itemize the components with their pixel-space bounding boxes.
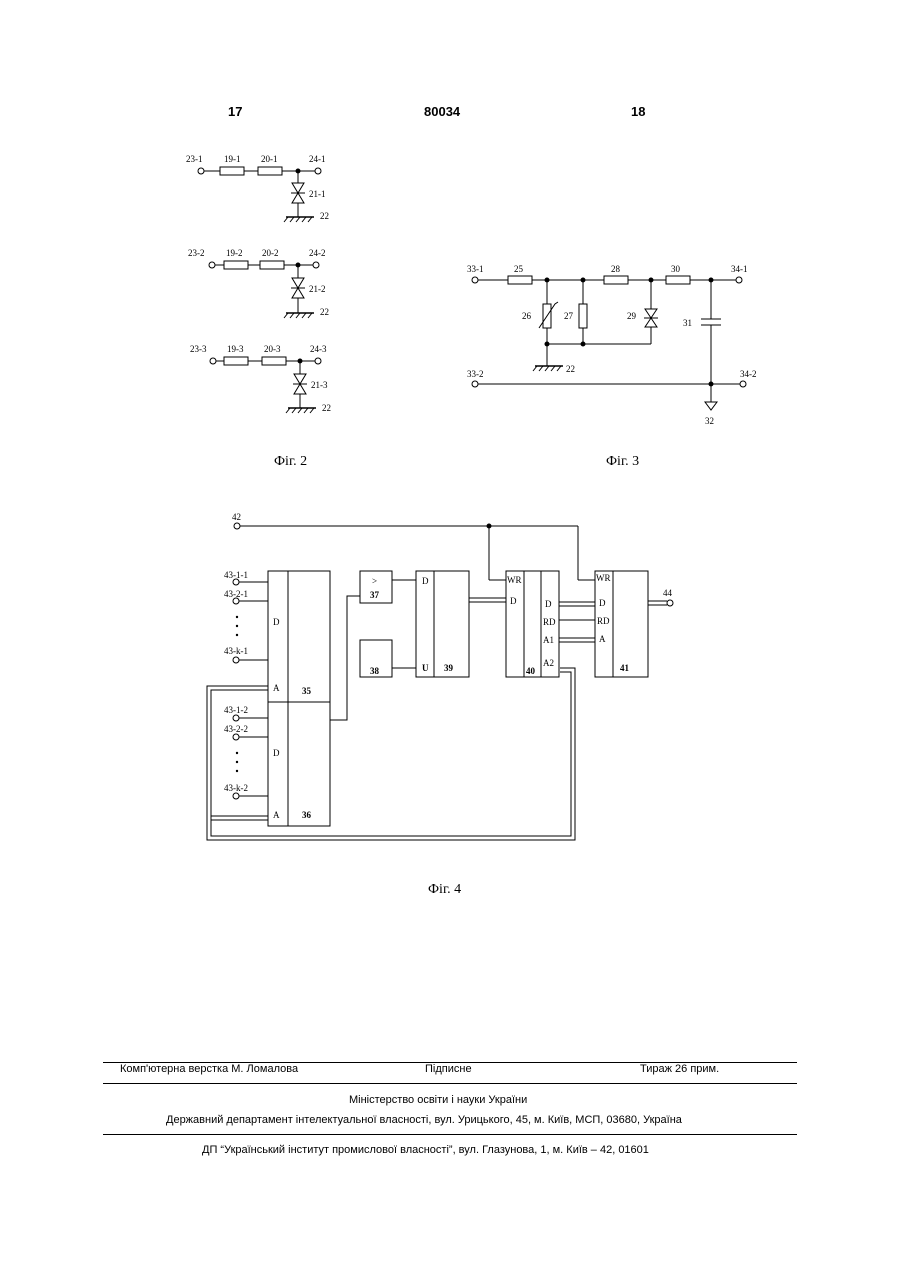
fig3-label-var26: 26 <box>522 311 532 321</box>
fig4-block-label: 37 <box>370 590 380 600</box>
fig4-port-label: A <box>273 810 280 820</box>
fig4-port-label: A <box>599 634 606 644</box>
fig3-label-c31: 31 <box>683 318 692 328</box>
fig4-input-label: 43-1-2 <box>224 705 248 715</box>
fig4-label-44: 44 <box>663 588 673 598</box>
fig3-label-r27: 27 <box>564 311 574 321</box>
fig3-label-out-bottom: 34-2 <box>740 369 757 379</box>
fig4-port-label: RD <box>543 617 556 627</box>
fig4-port-label: RD <box>597 616 610 626</box>
fig4-caption: Фіг. 4 <box>428 882 461 897</box>
fig2-output-label: 24-1 <box>309 154 326 164</box>
fig4-port-label: A2 <box>543 658 554 668</box>
footer-rule-middle <box>103 1083 797 1084</box>
fig2-ground-label: 22 <box>320 211 329 221</box>
fig3-caption: Фіг. 3 <box>606 454 639 469</box>
fig4-port-label: A1 <box>543 635 554 645</box>
fig3-label-gnd32: 32 <box>705 416 714 426</box>
footer-circulation: Тираж 26 прим. <box>640 1063 719 1075</box>
fig2-input-label: 23-2 <box>188 248 205 258</box>
fig2-res2-label: 20-1 <box>261 154 278 164</box>
fig3-label-r25: 25 <box>514 264 524 274</box>
fig2-output-label: 24-2 <box>309 248 326 258</box>
fig2-ground-label: 22 <box>322 403 331 413</box>
fig4-input-label: 43-2-2 <box>224 724 248 734</box>
fig4-ellipsis-dots <box>236 616 238 772</box>
fig3-label-in-top: 33-1 <box>467 264 484 274</box>
footer-rule-bottom <box>103 1134 797 1135</box>
fig4-port-label: D <box>599 598 606 608</box>
fig2-res1-label: 19-3 <box>227 344 244 354</box>
fig4-block-label: 40 <box>526 666 536 676</box>
fig4-input-label: 43-1-1 <box>224 570 248 580</box>
fig4-port-label: D <box>422 576 429 586</box>
fig2-res2-label: 20-3 <box>264 344 281 354</box>
fig4-block-label: 41 <box>620 663 630 673</box>
fig2-res1-label: 19-1 <box>224 154 241 164</box>
fig2-input-label: 23-1 <box>186 154 203 164</box>
fig3-label-r28: 28 <box>611 264 621 274</box>
fig4-port-label: WR <box>507 575 522 585</box>
fig4-label-42: 42 <box>232 512 241 522</box>
fig3-label-in-bottom: 33-2 <box>467 369 484 379</box>
fig3-label-d29: 29 <box>627 311 637 321</box>
fig3-label-r30: 30 <box>671 264 681 274</box>
fig2-diode-label: 21-2 <box>309 284 326 294</box>
fig2-ground-label: 22 <box>320 307 329 317</box>
fig4-port-label: A <box>273 683 280 693</box>
fig4-block-label: 39 <box>444 663 454 673</box>
fig2-diode-label: 21-1 <box>309 189 326 199</box>
footer-department: Державний департамент інтелектуальної вл… <box>166 1114 682 1126</box>
fig2-row-1: 23-1 19-1 20-1 24-1 21-1 22 <box>186 154 329 222</box>
fig4-port-label: D <box>545 599 552 609</box>
fig4-input-label: 43-2-1 <box>224 589 248 599</box>
fig4-input-label: 43-k-1 <box>224 646 248 656</box>
fig2-caption: Фіг. 2 <box>274 454 307 469</box>
fig3-label-gnd22: 22 <box>566 364 575 374</box>
fig2-input-label: 23-3 <box>190 344 207 354</box>
fig4-port-label: WR <box>596 573 611 583</box>
fig2-res2-label: 20-2 <box>262 248 279 258</box>
fig2-diode-label: 21-3 <box>311 380 328 390</box>
fig4-port-label: U <box>422 663 429 673</box>
fig3-label-out-top: 34-1 <box>731 264 748 274</box>
fig4-block-label: 38 <box>370 666 380 676</box>
fig4-input-label: 43-k-2 <box>224 783 248 793</box>
fig4-block-label: 35 <box>302 686 312 696</box>
footer-ministry: Міністерство освіти і науки України <box>349 1094 527 1106</box>
footer-layout-credit: Комп'ютерна верстка М. Ломалова <box>120 1063 298 1075</box>
fig2-res1-label: 19-2 <box>226 248 243 258</box>
fig4-port-label: D <box>273 617 280 627</box>
fig3-circuit <box>472 276 746 410</box>
fig2-row-3: 23-3 19-3 20-3 24-3 21-3 22 <box>190 344 331 413</box>
fig4-port-label: D <box>510 596 517 606</box>
footer-institute: ДП “Український інститут промислової вла… <box>202 1144 649 1156</box>
fig4-port-label: D <box>273 748 280 758</box>
footer-signed: Підписне <box>425 1063 472 1075</box>
fig4-comparator-symbol: > <box>372 576 377 586</box>
fig2-output-label: 24-3 <box>310 344 327 354</box>
fig4-block-label: 36 <box>302 810 312 820</box>
fig4-diagram <box>207 523 673 840</box>
fig2-row-2: 23-2 19-2 20-2 24-2 21-2 22 <box>188 248 329 318</box>
